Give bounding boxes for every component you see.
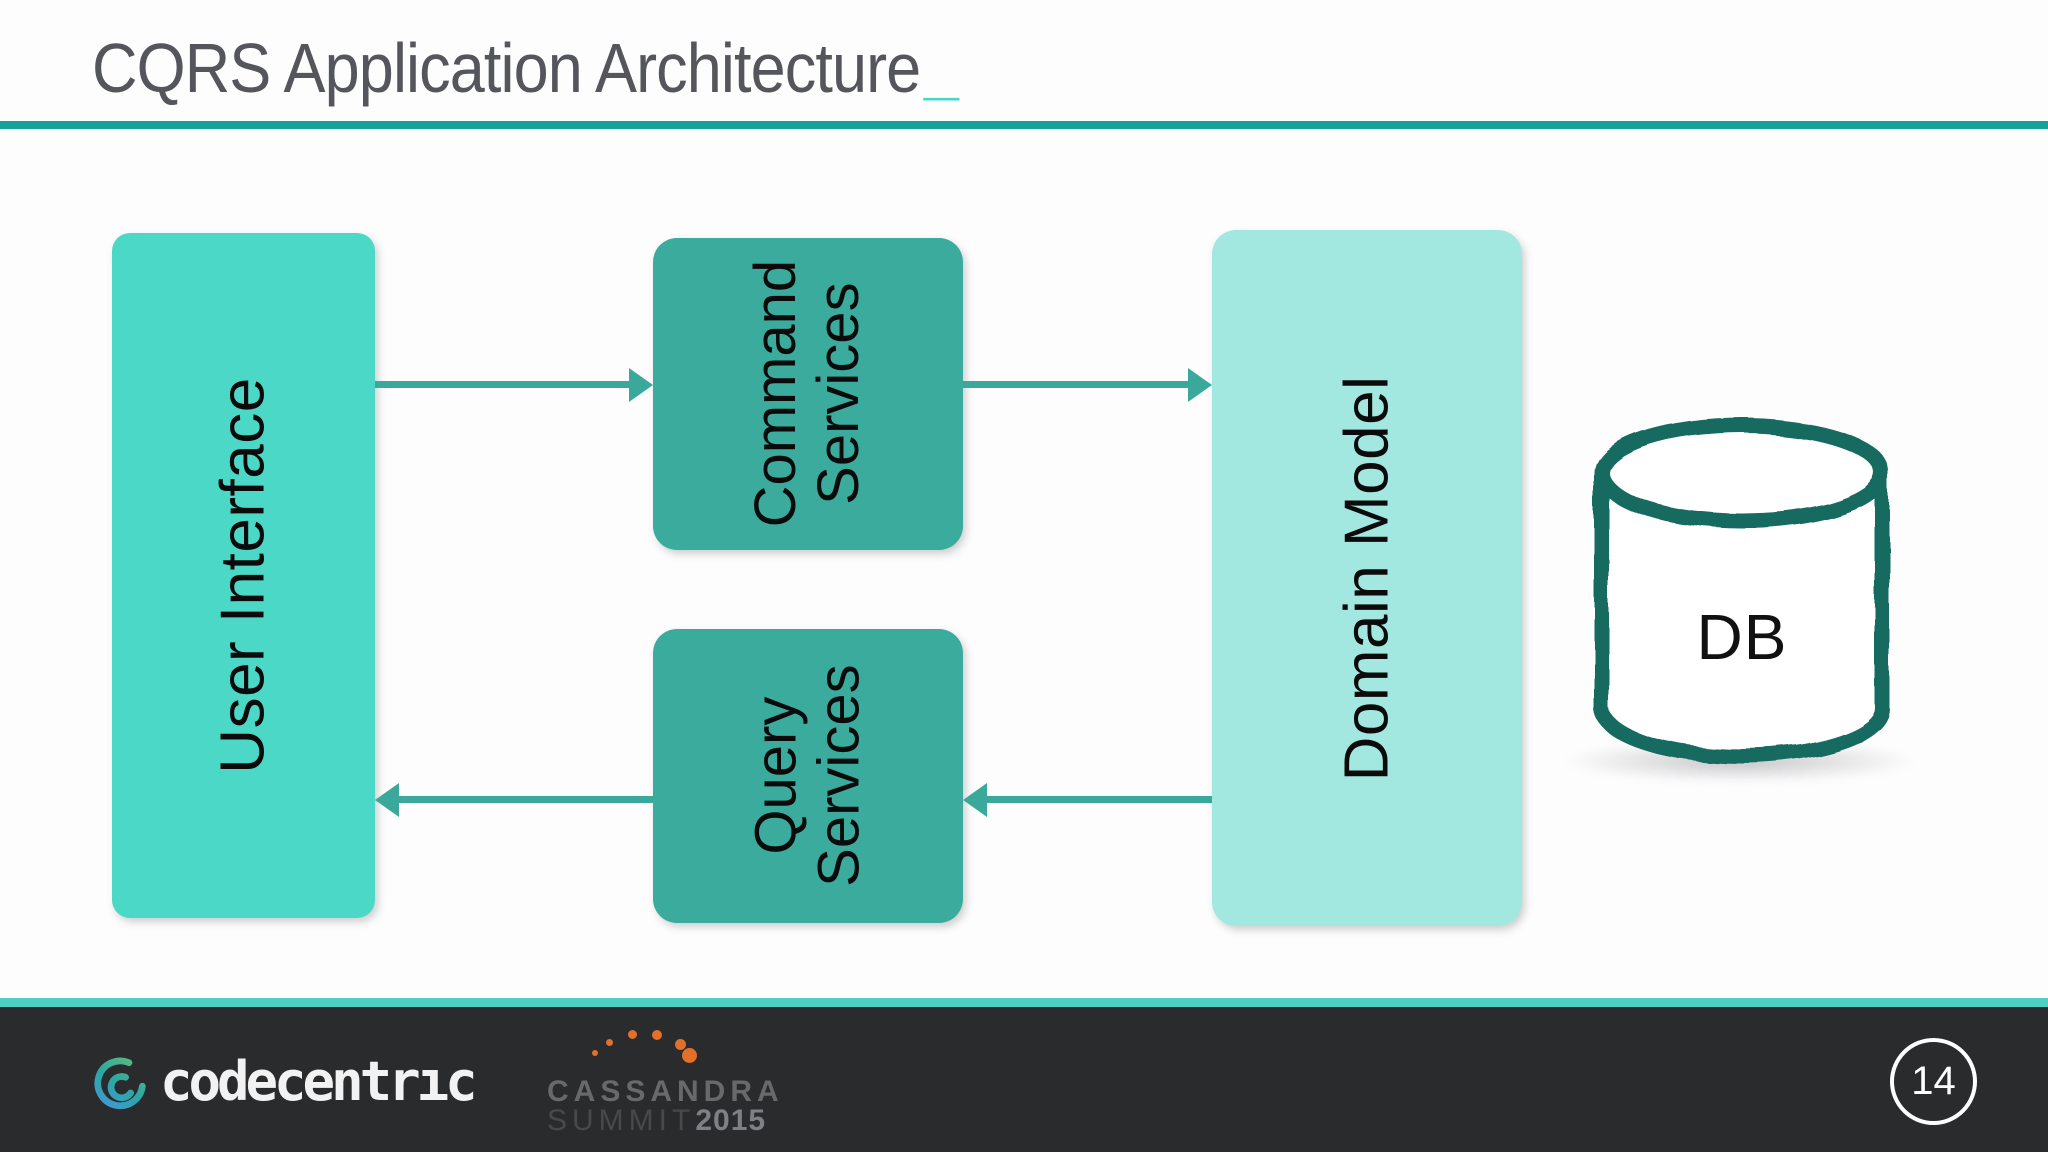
cassandra-logo-line2: SUMMIT2015 [547, 1104, 766, 1138]
cassandra-arc-dot [675, 1039, 686, 1050]
arrow-query-services-to-user-interface [375, 783, 653, 817]
box-query-services-label: Query Services [743, 664, 871, 888]
page-number: 14 [1911, 1059, 1956, 1103]
box-query-services: Query Services [653, 629, 963, 923]
database-label: DB [1696, 601, 1788, 673]
box-user-interface: User Interface [112, 233, 375, 918]
arrow-user-interface-to-command-services [375, 368, 653, 402]
arrow-command-services-to-domain-model [963, 368, 1212, 402]
box-domain-model-label: Domain Model [1332, 375, 1402, 781]
arrow-domain-model-to-query-services [963, 783, 1212, 817]
box-query-services-line1: Query [743, 697, 809, 855]
cassandra-arc-dot [606, 1039, 613, 1046]
codecentric-wordmark: codecentrıc [160, 1050, 478, 1113]
cassandra-summit-logo: CASSANDRA SUMMIT2015 [545, 1025, 805, 1140]
box-domain-model: Domain Model [1212, 230, 1522, 926]
cassandra-arc-dot [682, 1048, 697, 1063]
box-query-services-line2: Services [806, 664, 871, 888]
database-cylinder-icon [1594, 417, 1890, 764]
footer-accent-strip [0, 998, 2048, 1007]
arrowhead-right-icon [1188, 368, 1212, 402]
cassandra-arc-dot [592, 1050, 598, 1056]
arrowhead-left-icon [375, 783, 399, 817]
cassandra-arc-dot [652, 1030, 662, 1040]
box-command-services-label: Command Services [743, 260, 871, 528]
box-command-services: Command Services [653, 238, 963, 550]
cassandra-logo-year: 2015 [695, 1104, 767, 1137]
arrowhead-left-icon [963, 783, 987, 817]
cassandra-logo-line1: CASSANDRA [547, 1075, 784, 1108]
title-divider-line [0, 121, 2048, 129]
box-command-services-line2: Services [805, 282, 871, 506]
title-cursor: _ [923, 29, 959, 107]
cassandra-logo-summit: SUMMIT [547, 1104, 696, 1137]
box-command-services-line1: Command [743, 260, 809, 528]
cassandra-arc-dot [628, 1030, 637, 1039]
arrowhead-right-icon [629, 368, 653, 402]
page-number-badge: 14 [1890, 1038, 1977, 1125]
page-title-text: CQRS Application Architecture [92, 29, 921, 107]
codecentric-swirl-icon [94, 1057, 146, 1110]
page-title: CQRS Application Architecture_ [92, 29, 959, 107]
footer-bar [0, 1007, 2048, 1152]
box-user-interface-label: User Interface [209, 377, 279, 774]
